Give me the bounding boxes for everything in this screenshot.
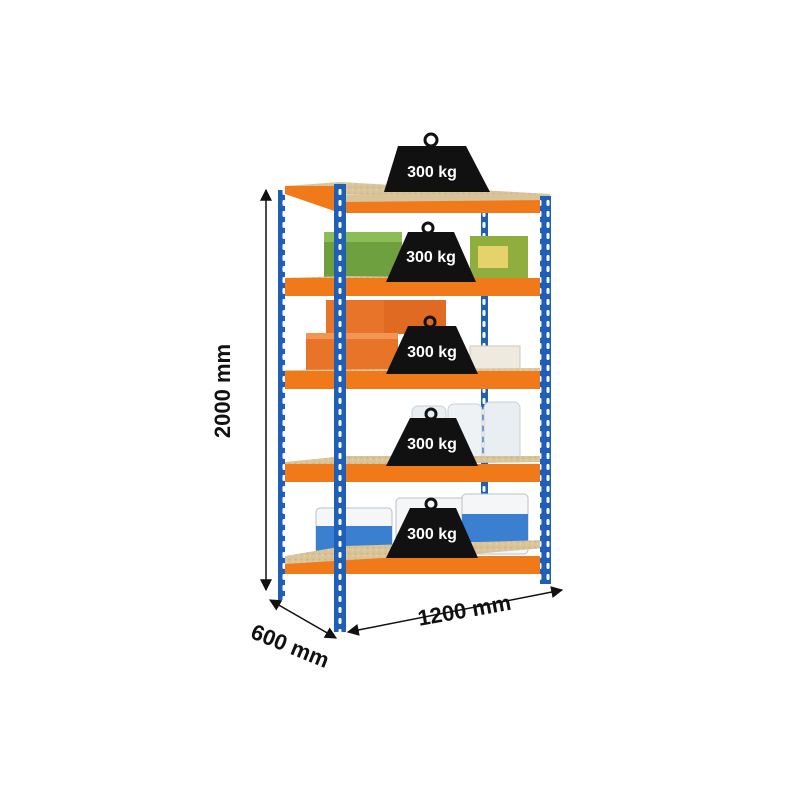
depth-dimension-line	[268, 599, 338, 639]
load-weights	[384, 132, 490, 558]
shelf-load-label: 300 kg	[407, 526, 457, 543]
wicker-basket	[469, 345, 521, 373]
orange-box	[306, 333, 398, 371]
shelf-load-label: 300 kg	[406, 249, 456, 266]
front-left-upright	[334, 184, 346, 632]
width-dimension-line	[346, 586, 564, 636]
film-roll	[483, 401, 521, 463]
shelf-load-label: 300 kg	[407, 344, 457, 361]
weight-icon	[386, 407, 478, 466]
shelf-load-label: 300 kg	[407, 436, 457, 453]
front-uprights	[334, 184, 551, 632]
weight-icon	[386, 497, 478, 558]
shelf-load-label: 300 kg	[407, 164, 457, 181]
back-left-upright	[278, 190, 285, 600]
weight-icon	[386, 315, 478, 374]
weight-icon	[386, 221, 476, 282]
height-dimension-label: 2000 mm	[210, 343, 236, 439]
front-right-upright	[540, 196, 551, 584]
weight-icon	[384, 132, 490, 192]
dimension-lines	[260, 188, 564, 639]
